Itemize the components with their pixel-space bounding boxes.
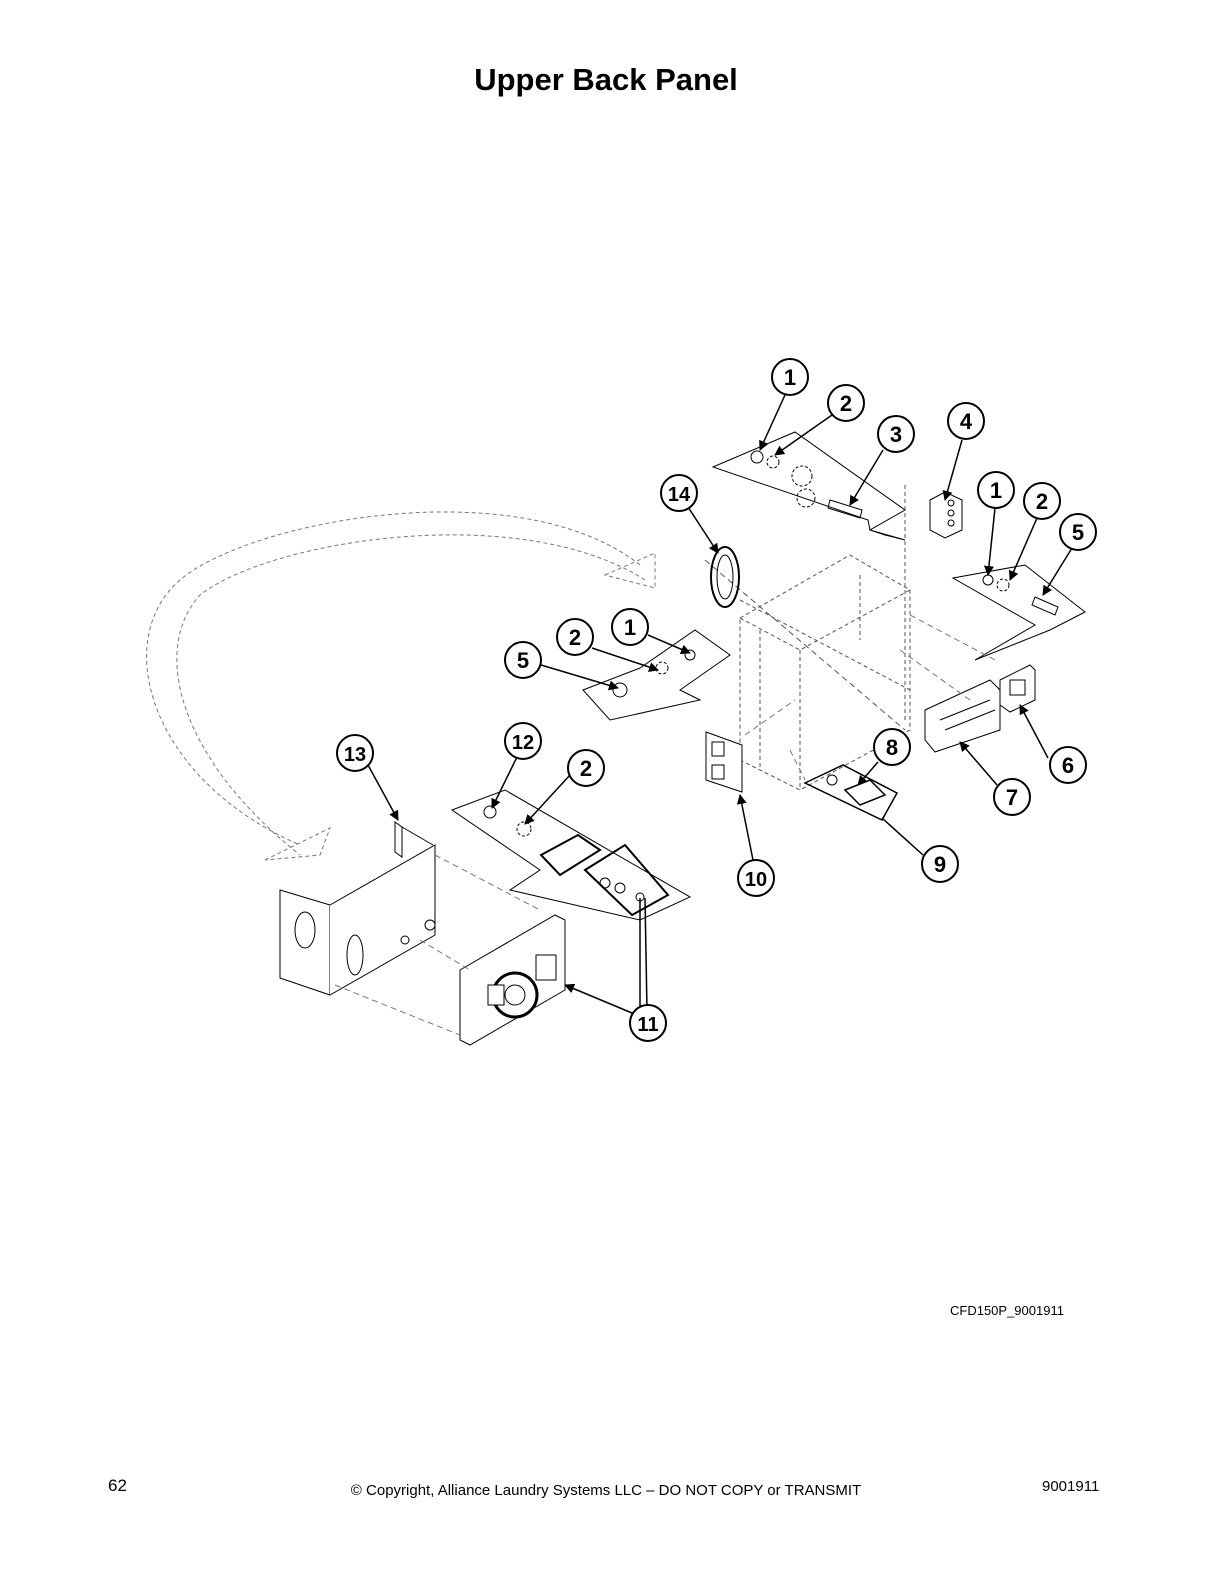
drawing-code: CFD150P_9001911	[950, 1303, 1064, 1318]
filter-board	[459, 914, 566, 1046]
callout-6: 6	[1049, 746, 1087, 784]
callout-14: 14	[660, 474, 698, 512]
svg-text:2: 2	[840, 391, 852, 416]
page-number: 62	[108, 1476, 127, 1495]
svg-text:3: 3	[890, 422, 902, 447]
svg-text:5: 5	[517, 648, 529, 673]
callout-4: 4	[947, 402, 985, 440]
control-board-7	[924, 679, 1001, 753]
fuse-holder-panel	[803, 764, 899, 821]
svg-text:11: 11	[637, 1014, 658, 1036]
callout-11: 11	[629, 1004, 667, 1042]
callout-5-right: 5	[1059, 513, 1097, 551]
callout-2-lower: 2	[567, 749, 605, 787]
callout-2-right: 2	[1023, 482, 1061, 520]
callout-3: 3	[877, 415, 915, 453]
svg-text:12: 12	[512, 732, 534, 754]
svg-text:5: 5	[1072, 520, 1084, 545]
lower-fastener-panel	[450, 789, 692, 921]
rotation-arrow	[146, 511, 656, 861]
svg-text:7: 7	[1006, 785, 1018, 810]
callout-1-left: 1	[611, 608, 649, 646]
svg-text:10: 10	[745, 869, 767, 891]
document-number: 9001911	[1042, 1478, 1100, 1495]
callout-balloons: 1 2 3 4 1 2 5 14 1 2 5 8 6 7 9 10 13 12 …	[336, 358, 1097, 1042]
svg-text:14: 14	[668, 484, 691, 506]
page-title: Upper Back Panel	[474, 62, 738, 97]
svg-text:9: 9	[934, 852, 946, 877]
copyright-notice: © Copyright, Alliance Laundry Systems LL…	[350, 1482, 862, 1499]
callout-9: 9	[921, 845, 959, 883]
rear-bracket	[279, 821, 436, 996]
svg-text:13: 13	[344, 744, 366, 766]
svg-text:2: 2	[569, 625, 581, 650]
control-board-6	[999, 664, 1036, 713]
callout-13: 13	[336, 734, 374, 772]
callout-1-right: 1	[977, 471, 1015, 509]
callout-2-top: 2	[827, 384, 865, 422]
grommet	[710, 546, 740, 608]
callout-8: 8	[873, 728, 911, 766]
callout-5-left: 5	[504, 641, 542, 679]
bracket-10	[705, 731, 743, 793]
svg-text:8: 8	[886, 735, 898, 760]
callout-10: 10	[737, 859, 775, 897]
svg-text:1: 1	[624, 615, 636, 640]
top-fastener-panel	[711, 431, 906, 541]
svg-text:1: 1	[784, 365, 796, 390]
callout-1-top: 1	[771, 358, 809, 396]
right-fastener-panel	[951, 564, 1086, 661]
svg-text:1: 1	[990, 478, 1002, 503]
callout-7: 7	[993, 778, 1031, 816]
leader-lines	[367, 394, 1073, 1014]
callout-2-left: 2	[556, 618, 594, 656]
terminal-block	[929, 491, 963, 539]
svg-text:4: 4	[960, 409, 973, 434]
svg-text:2: 2	[580, 756, 592, 781]
guide-lines	[334, 614, 996, 1036]
svg-text:2: 2	[1036, 489, 1048, 514]
left-fastener-panel	[582, 629, 731, 721]
callout-12: 12	[504, 722, 542, 760]
svg-text:6: 6	[1062, 753, 1074, 778]
